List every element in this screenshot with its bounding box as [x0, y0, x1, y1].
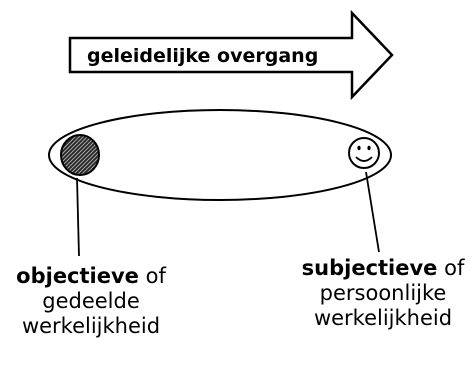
objective-hatched-circle [60, 134, 100, 176]
right-pointer-line [365, 171, 380, 253]
objective-caption-line1: objectieve of [0, 264, 182, 289]
spectrum-ellipse [48, 109, 392, 201]
objective-bold-word: objectieve [16, 264, 139, 288]
objective-of-text: of [138, 264, 166, 288]
subjective-caption-line1: subjectieve of [292, 256, 474, 281]
objective-caption-line2: gedeelde [42, 289, 140, 313]
left-pointer-line [76, 177, 80, 257]
arrow-label: geleidelijke overgang [87, 45, 318, 67]
smiley-face-icon [348, 137, 380, 169]
objective-reality-caption: objectieve of gedeelde werkelijkheid [0, 264, 182, 339]
subjective-of-text: of [437, 256, 465, 280]
subjective-reality-caption: subjectieve of persoonlijke werkelijkhei… [292, 256, 474, 331]
subjective-caption-line3: werkelijkheid [313, 306, 453, 330]
objective-caption-line3: werkelijkheid [21, 314, 161, 338]
subjective-caption-line2: persoonlijke [319, 281, 447, 305]
transition-arrow [68, 9, 394, 101]
subjective-bold-word: subjectieve [301, 256, 438, 280]
